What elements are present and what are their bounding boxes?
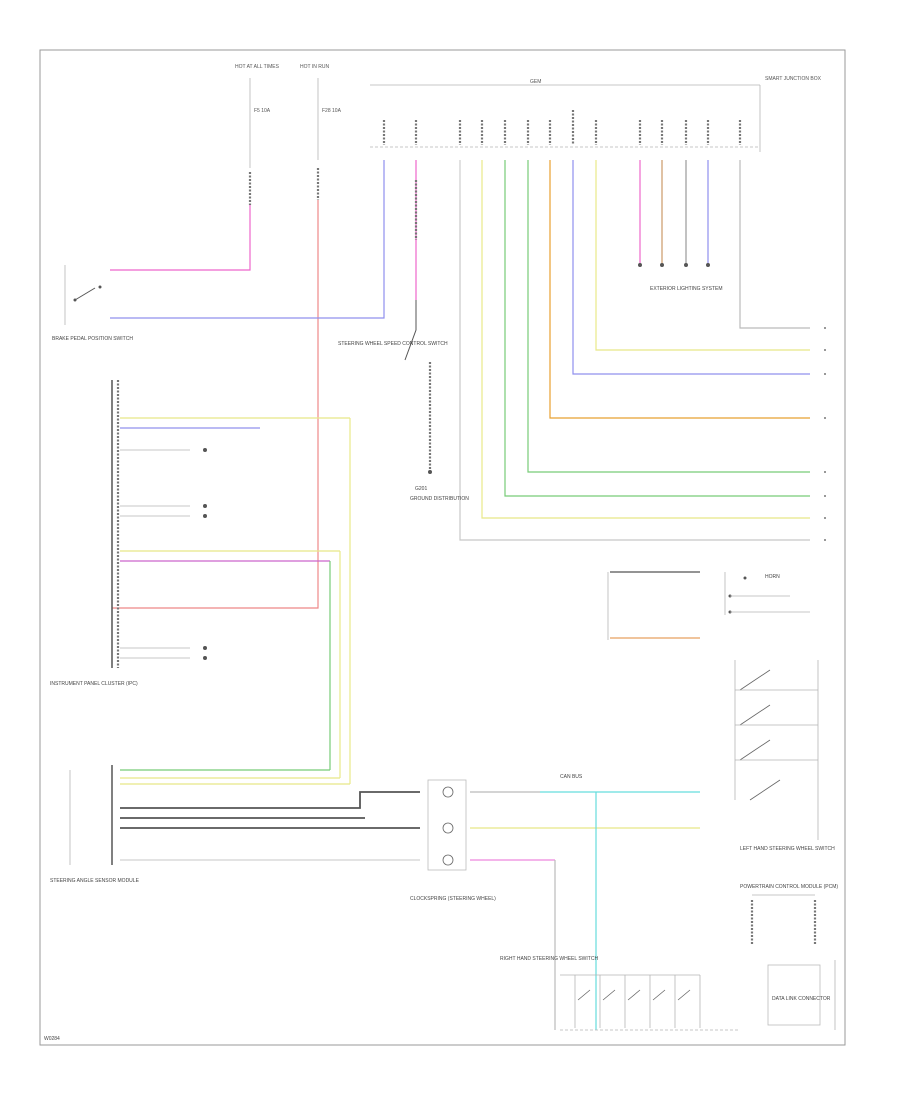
wire-yellow-gem — [481, 160, 810, 519]
wire-red-1 — [112, 200, 319, 609]
wire-violet-gem-2 — [572, 160, 810, 375]
ground-label: G201 — [415, 486, 427, 492]
hot-label-2: HOT IN RUN — [300, 64, 329, 70]
steering-angle-sensor: STEERING ANGLE SENSOR MODULE — [50, 765, 420, 884]
steering-angle-sensor-label: STEERING ANGLE SENSOR MODULE — [50, 878, 140, 884]
gem-module: GEM SMART JUNCTION BOX — [370, 76, 822, 152]
clockspring: CLOCKSPRING (STEERING WHEEL) — [410, 779, 496, 902]
steering-wheel-switch: STEERING WHEEL SPEED CONTROL SWITCH G201… — [338, 300, 469, 502]
gem-output-wires: EXTERIOR LIGHTING SYSTEM — [638, 160, 723, 292]
wire-violet-gem — [110, 160, 385, 319]
pcm-block: POWERTRAIN CONTROL MODULE (PCM) DATA LIN… — [740, 884, 838, 1030]
wire-gray-gem — [459, 200, 810, 541]
can-label: CAN BUS — [560, 774, 583, 780]
horn-label: HORN — [765, 574, 780, 580]
wire-yellow-gem-2 — [595, 160, 810, 351]
right-hand-switch-label: RIGHT HAND STEERING WHEEL SWITCH — [500, 956, 598, 962]
pcm-label: POWERTRAIN CONTROL MODULE (PCM) — [740, 884, 838, 890]
diagram-frame — [39, 49, 846, 1046]
right-hand-switch: RIGHT HAND STEERING WHEEL SWITCH — [500, 956, 740, 1031]
ground-dist-label: GROUND DISTRIBUTION — [410, 496, 469, 502]
exterior-lights-label: EXTERIOR LIGHTING SYSTEM — [650, 286, 723, 292]
data-link-label: DATA LINK CONNECTOR — [772, 996, 831, 1002]
power-feed-hot-at-all-times: HOT AT ALL TIMES F5 10A — [110, 64, 280, 271]
fuse-label-2: F28 10A — [322, 108, 342, 114]
right-edge-terminals — [824, 327, 826, 541]
clockspring-output-wires: CAN BUS — [470, 774, 700, 1030]
power-feed-hot-in-run: HOT IN RUN F28 10A — [112, 64, 342, 609]
wire-gray-gem-2 — [739, 160, 810, 329]
wire-green-gem-2 — [527, 160, 810, 473]
gem-label: GEM — [530, 79, 541, 85]
gem-connector-pins — [382, 110, 742, 145]
clockspring-label: CLOCKSPRING (STEERING WHEEL) — [410, 896, 496, 902]
steering-switch-label: STEERING WHEEL SPEED CONTROL SWITCH — [338, 341, 448, 347]
instrument-panel-cluster: INSTRUMENT PANEL CLUSTER (IPC) — [50, 380, 138, 687]
fuse-label-1: F5 10A — [254, 108, 271, 114]
ipc-pins — [120, 417, 351, 784]
smart-junction-box-label: SMART JUNCTION BOX — [765, 76, 822, 82]
left-hand-switch: LEFT HAND STEERING WHEEL SWITCH — [734, 660, 835, 852]
wire-orange-gem — [549, 160, 810, 419]
diagram-code: W0284 — [44, 1036, 60, 1042]
wire-pink-1 — [110, 205, 251, 271]
wire-green-gem-1 — [504, 160, 810, 497]
ipc-label: INSTRUMENT PANEL CLUSTER (IPC) — [50, 681, 138, 687]
left-hand-switch-label: LEFT HAND STEERING WHEEL SWITCH — [740, 846, 835, 852]
exterior-lighting-block: HORN — [607, 571, 810, 640]
brake-switch: BRAKE PEDAL POSITION SWITCH — [52, 265, 133, 342]
brake-switch-label: BRAKE PEDAL POSITION SWITCH — [52, 336, 133, 342]
hot-label-1: HOT AT ALL TIMES — [235, 64, 280, 70]
